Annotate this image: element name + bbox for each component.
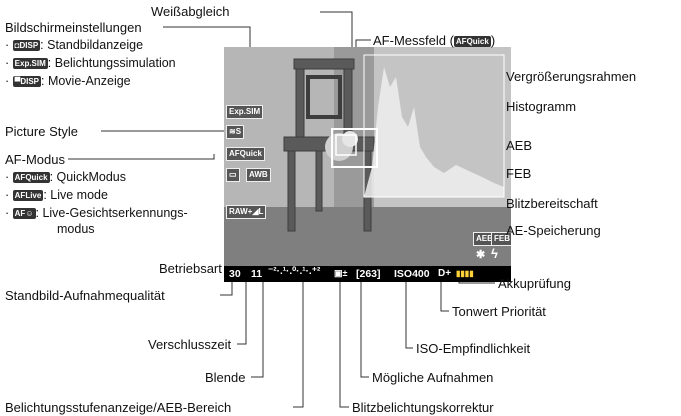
- live-mode-text: : Live mode: [43, 188, 108, 202]
- exp-sim-chip-icon: Exp.SIM: [13, 58, 48, 69]
- bullet: ·: [5, 74, 9, 88]
- exposure-scale: ⁻²·.¹·.⁰·.¹·.⁺²: [268, 266, 320, 277]
- label-tone-priority: Tonwert Priorität: [452, 304, 546, 319]
- af-live-icon: AFLive: [13, 190, 44, 201]
- label-flash-comp: Blitzbelichtungskorrektur: [352, 400, 494, 415]
- iso-value: ISO400: [394, 268, 430, 280]
- exposure-sim-text: : Belichtungssimulation: [48, 56, 176, 70]
- af-mode-icon: AFQuick: [226, 147, 265, 161]
- label-magnify-frame: Vergrößerungsrahmen: [506, 69, 636, 84]
- af-quick-small-icon: AFQuick: [454, 36, 491, 47]
- label-white-balance: Weißabgleich: [151, 4, 230, 19]
- label-ae-lock: AE-Speicherung: [506, 223, 601, 238]
- quick-mode-text: : QuickModus: [50, 170, 126, 184]
- bullet: ·: [5, 38, 9, 52]
- label-battery-check: Akkuprüfung: [498, 276, 571, 291]
- scene-illustration: [224, 47, 511, 266]
- item-face-detect: · AF☺: Live-Gesichtserkennungs-: [5, 206, 188, 221]
- item-live-mode: · AFLive: Live mode: [5, 188, 108, 203]
- still-display-text: : Standbildanzeige: [40, 38, 143, 52]
- af-point-close: ): [491, 33, 495, 48]
- bullet: ·: [5, 170, 9, 184]
- af-quick-icon: AFQuick: [13, 172, 50, 183]
- item-still-display: · ◘DISP: Standbildanzeige: [5, 38, 143, 53]
- movie-disp-icon: ▀DISP: [13, 76, 41, 87]
- aperture-value: 11: [251, 268, 262, 280]
- item-movie-display: · ▀DISP: Movie-Anzeige: [5, 74, 131, 89]
- bullet: ·: [5, 188, 9, 202]
- label-af-mode: AF-Modus: [5, 152, 65, 167]
- image-quality-icon: RAW+◢L: [226, 205, 266, 219]
- exp-sim-icon: Exp.SIM: [226, 105, 263, 119]
- bullet: ·: [5, 206, 9, 220]
- label-exposure-level: Belichtungsstufenanzeige/AEB-Bereich: [5, 400, 231, 415]
- status-bar: 30 11 ⁻²·.¹·.⁰·.¹·.⁺² ▣± [263] ISO400 D+…: [224, 266, 511, 282]
- item-quick-mode: · AFQuick: QuickModus: [5, 170, 126, 185]
- af-face-icon: AF☺: [13, 208, 36, 219]
- live-view-screen: Exp.SIM ≋S AFQuick ▭ AWB RAW+◢L AEB FEB …: [224, 47, 511, 266]
- label-histogram: Histogramm: [506, 99, 576, 114]
- label-iso: ISO-Empfindlichkeit: [416, 341, 530, 356]
- label-shots-remaining: Mögliche Aufnahmen: [372, 370, 493, 385]
- flash-comp-icon: ▣±: [334, 268, 347, 279]
- label-feb: FEB: [506, 166, 531, 181]
- face-detect-continued: modus: [57, 222, 95, 237]
- af-point-text: AF-Messfeld (: [373, 33, 454, 48]
- item-exp-sim: · Exp.SIM: Belichtungssimulation: [5, 56, 176, 71]
- movie-display-text: : Movie-Anzeige: [41, 74, 131, 88]
- label-aperture: Blende: [205, 370, 245, 385]
- tone-priority-icon: D+: [438, 268, 451, 279]
- label-picture-style: Picture Style: [5, 124, 78, 139]
- battery-icon: ▮▮▮▮: [456, 269, 474, 278]
- disp-still-icon: ◘DISP: [13, 40, 41, 51]
- ae-lock-icon: ✱: [476, 248, 485, 261]
- picture-style-icon: ≋S: [226, 125, 244, 139]
- label-flash-ready: Blitzbereitschaft: [506, 196, 598, 211]
- label-shutter-speed: Verschlusszeit: [148, 337, 231, 352]
- flash-ready-icon: ϟ: [491, 246, 498, 261]
- face-detect-text: : Live-Gesichtserkennungs-: [36, 206, 188, 220]
- shutter-speed-value: 30: [229, 268, 241, 280]
- shots-remaining-value: [263]: [356, 268, 381, 280]
- label-image-quality: Standbild-Aufnahmequalität: [5, 288, 165, 303]
- label-aeb: AEB: [506, 138, 532, 153]
- bullet: ·: [5, 56, 9, 70]
- label-drive-mode: Betriebsart: [159, 261, 222, 276]
- label-screen-settings: Bildschirmeinstellungen: [5, 20, 142, 35]
- drive-mode-icon: ▭: [226, 168, 240, 182]
- label-af-point: AF-Messfeld (AFQuick): [373, 33, 495, 48]
- white-balance-icon: AWB: [246, 168, 271, 182]
